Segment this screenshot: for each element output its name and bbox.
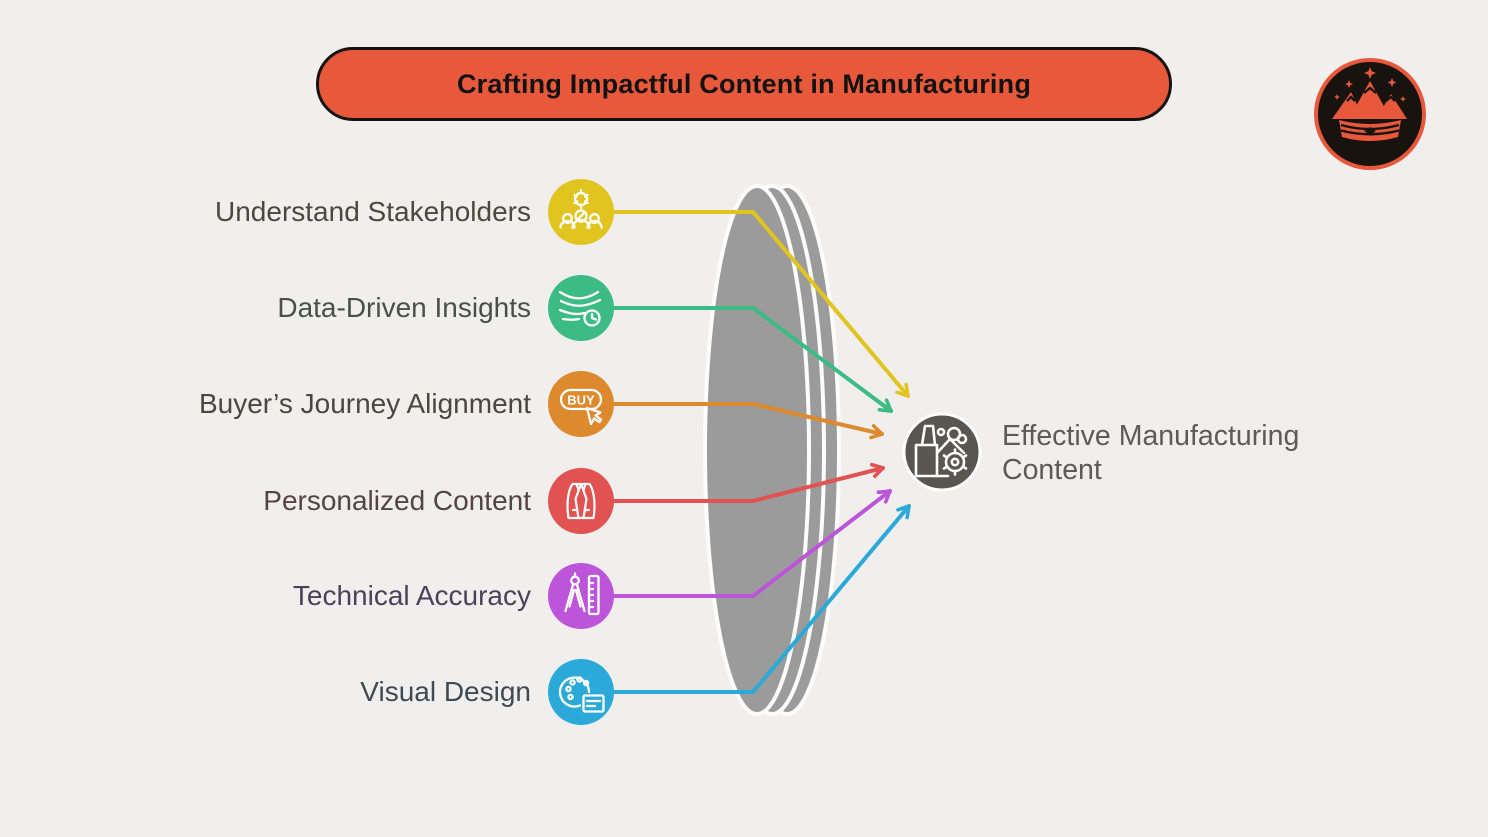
tailored-jacket-icon xyxy=(548,468,614,534)
item-label: Visual Design xyxy=(360,676,531,707)
page-title: Crafting Impactful Content in Manufactur… xyxy=(456,68,1032,99)
mountain-crown-logo xyxy=(1314,58,1426,170)
item-label: Technical Accuracy xyxy=(292,580,531,611)
item-row-buyers-journey-alignment: Buyer’s Journey Alignment BUY xyxy=(60,371,620,437)
arrow-data-driven-insights xyxy=(612,306,893,413)
compass-ruler-icon xyxy=(548,563,614,629)
item-row-personalized-content: Personalized Content xyxy=(60,468,620,534)
stakeholders-gear-people-icon xyxy=(548,179,614,245)
arrow-buyers-journey-alignment xyxy=(612,402,884,440)
item-label: Data-Driven Insights xyxy=(277,292,531,323)
item-label: Buyer’s Journey Alignment xyxy=(198,388,531,419)
item-row-understand-stakeholders: Understand Stakeholders xyxy=(60,179,620,245)
arrow-technical-accuracy xyxy=(612,489,892,598)
arrow-personalized-content xyxy=(612,462,885,503)
item-row-visual-design: Visual Design xyxy=(60,659,620,725)
result-label: Effective Manufacturing Content xyxy=(1002,420,1300,486)
buy-button-cursor-icon: BUY xyxy=(548,371,614,437)
item-row-technical-accuracy: Technical Accuracy xyxy=(60,563,620,629)
title-banner: Crafting Impactful Content in Manufactur… xyxy=(316,47,1172,121)
data-flow-clock-icon xyxy=(548,275,614,341)
arrow-visual-design xyxy=(612,504,911,694)
palette-document-icon xyxy=(548,659,614,725)
logo-artwork xyxy=(1332,67,1407,141)
buy-text: BUY xyxy=(567,393,595,408)
arrow-understand-stakeholders xyxy=(612,210,910,398)
lens-shape xyxy=(703,184,841,716)
item-label: Understand Stakeholders xyxy=(215,196,531,227)
factory-gear-icon xyxy=(902,412,982,492)
item-row-data-driven-insights: Data-Driven Insights xyxy=(60,275,620,341)
item-label: Personalized Content xyxy=(263,485,531,516)
